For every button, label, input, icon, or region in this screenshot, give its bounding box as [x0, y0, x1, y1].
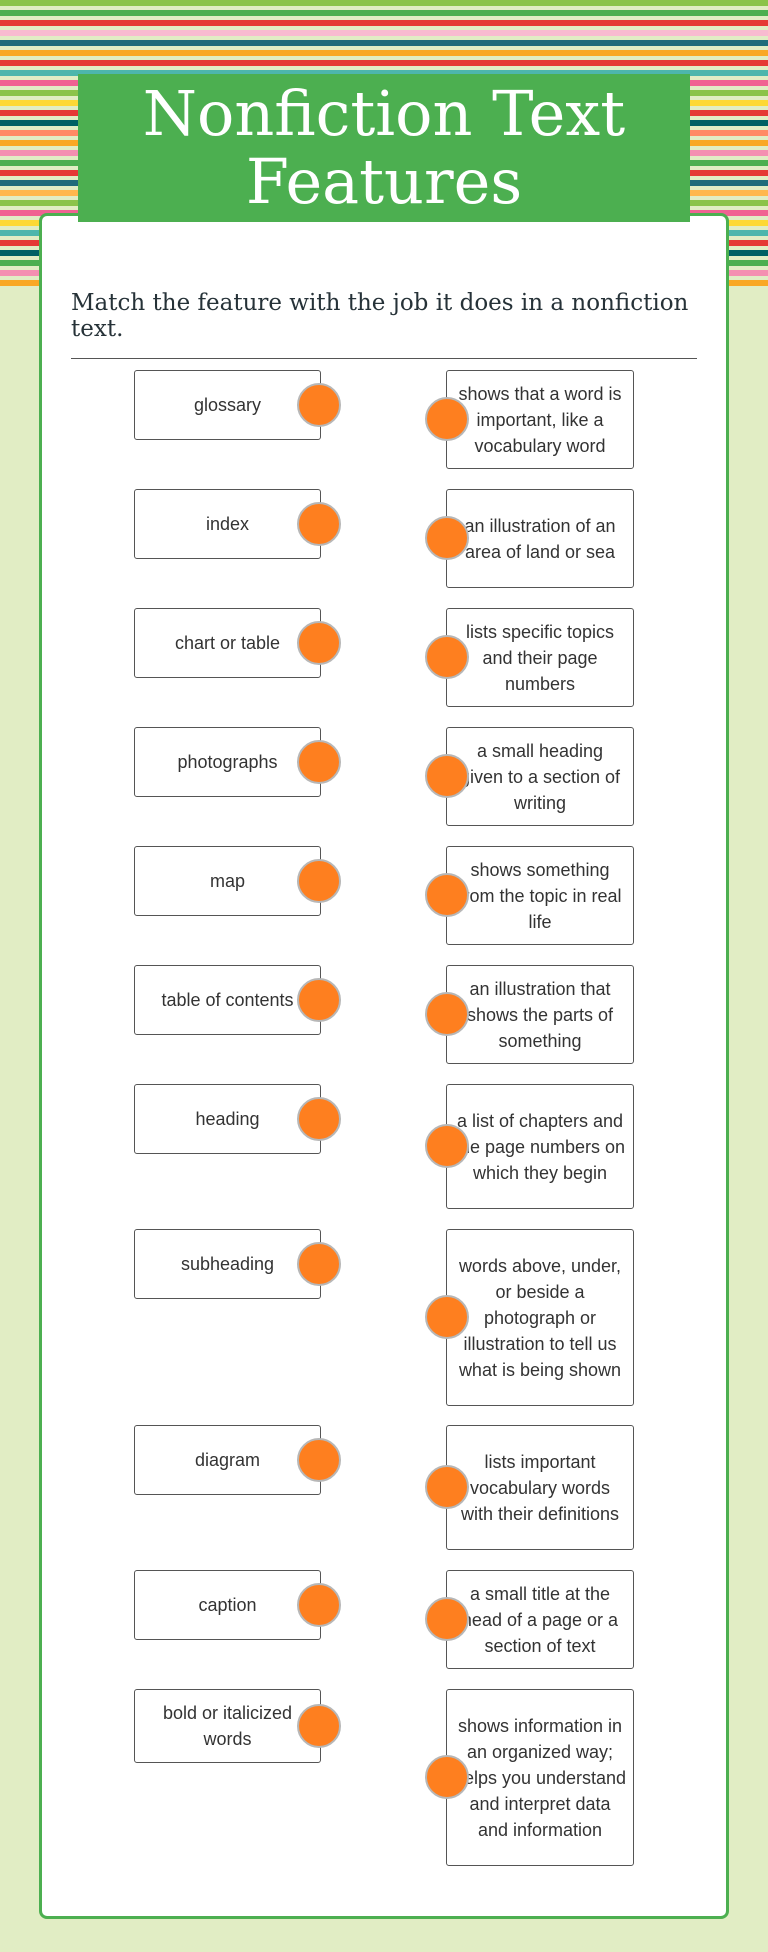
- definition-connector-dot[interactable]: [425, 1465, 469, 1509]
- feature-connector-dot[interactable]: [297, 502, 341, 546]
- definition-box[interactable]: lists important vocabulary words with th…: [446, 1425, 634, 1550]
- definition-connector-dot[interactable]: [425, 1124, 469, 1168]
- definition-connector-dot[interactable]: [425, 635, 469, 679]
- feature-connector-dot[interactable]: [297, 1583, 341, 1627]
- stripe: [0, 50, 768, 56]
- feature-diagram[interactable]: diagram: [134, 1425, 321, 1495]
- instructions-text: Match the feature with the job it does i…: [71, 290, 689, 342]
- feature-connector-dot[interactable]: [297, 1704, 341, 1748]
- stripe: [0, 60, 768, 66]
- feature-heading[interactable]: heading: [134, 1084, 321, 1154]
- stripe: [0, 40, 768, 46]
- feature-connector-dot[interactable]: [297, 978, 341, 1022]
- definition-connector-dot[interactable]: [425, 754, 469, 798]
- feature-caption[interactable]: caption: [134, 1570, 321, 1640]
- definition-connector-dot[interactable]: [425, 516, 469, 560]
- definition-box[interactable]: shows that a word is important, like a v…: [446, 370, 634, 469]
- feature-photographs[interactable]: photographs: [134, 727, 321, 797]
- definition-box[interactable]: shows something from the topic in real l…: [446, 846, 634, 945]
- feature-subheading[interactable]: subheading: [134, 1229, 321, 1299]
- stripe: [0, 30, 768, 36]
- definition-box[interactable]: lists specific topics and their page num…: [446, 608, 634, 707]
- feature-connector-dot[interactable]: [297, 859, 341, 903]
- feature-index[interactable]: index: [134, 489, 321, 559]
- definition-connector-dot[interactable]: [425, 397, 469, 441]
- feature-glossary[interactable]: glossary: [134, 370, 321, 440]
- stripe: [0, 0, 768, 6]
- feature-map[interactable]: map: [134, 846, 321, 916]
- feature-chart-or-table[interactable]: chart or table: [134, 608, 321, 678]
- feature-connector-dot[interactable]: [297, 740, 341, 784]
- definition-box[interactable]: a small title at the head of a page or a…: [446, 1570, 634, 1669]
- definition-box[interactable]: a small heading given to a section of wr…: [446, 727, 634, 826]
- page-title: Nonfiction Text Features: [78, 74, 690, 222]
- feature-connector-dot[interactable]: [297, 1097, 341, 1141]
- definition-box[interactable]: shows information in an organized way; h…: [446, 1689, 634, 1866]
- divider: [71, 358, 697, 359]
- definition-connector-dot[interactable]: [425, 992, 469, 1036]
- feature-connector-dot[interactable]: [297, 1438, 341, 1482]
- definition-connector-dot[interactable]: [425, 873, 469, 917]
- definition-connector-dot[interactable]: [425, 1755, 469, 1799]
- definition-box[interactable]: a list of chapters and the page numbers …: [446, 1084, 634, 1209]
- definition-box[interactable]: an illustration that shows the parts of …: [446, 965, 634, 1064]
- feature-connector-dot[interactable]: [297, 1242, 341, 1286]
- feature-connector-dot[interactable]: [297, 383, 341, 427]
- definition-box[interactable]: an illustration of an area of land or se…: [446, 489, 634, 588]
- feature-connector-dot[interactable]: [297, 621, 341, 665]
- definition-connector-dot[interactable]: [425, 1597, 469, 1641]
- stripe: [0, 20, 768, 26]
- stripe: [0, 10, 768, 16]
- definition-box[interactable]: words above, under, or beside a photogra…: [446, 1229, 634, 1406]
- stripe: [0, 70, 768, 76]
- definition-connector-dot[interactable]: [425, 1295, 469, 1339]
- feature-bold-or-italicized-words[interactable]: bold or italicized words: [134, 1689, 321, 1763]
- feature-table-of-contents[interactable]: table of contents: [134, 965, 321, 1035]
